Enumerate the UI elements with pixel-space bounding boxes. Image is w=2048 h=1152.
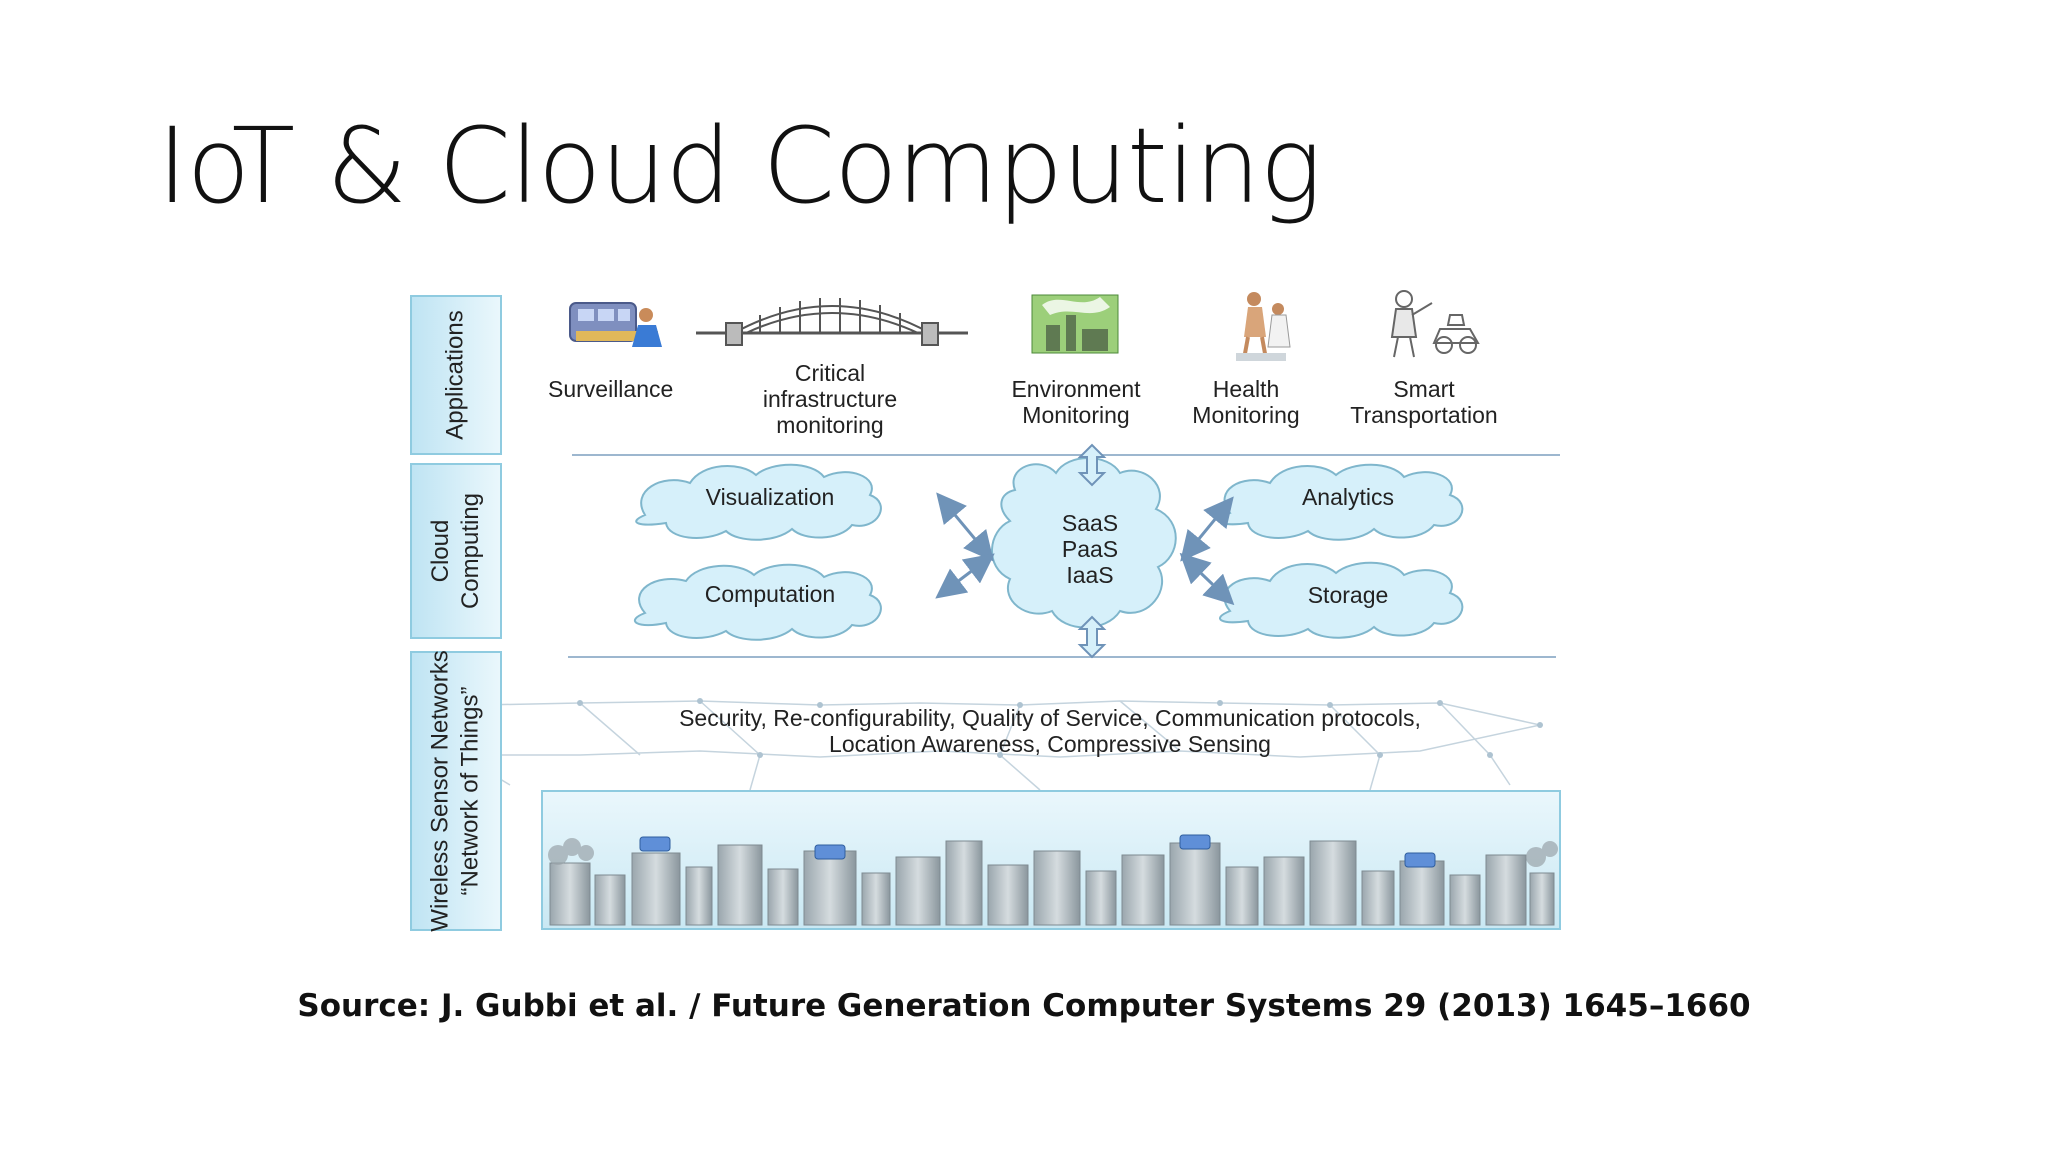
cloud-label-visualization: Visualization <box>705 484 835 510</box>
arrow-up-applications <box>1077 443 1107 487</box>
city-sensor-icons <box>639 834 1436 868</box>
cloud-storage <box>1219 561 1464 639</box>
layer-tab-applications: Applications <box>410 295 502 455</box>
health-icon <box>1236 292 1291 361</box>
cloud-label-storage: Storage <box>1307 582 1389 608</box>
city-smoke <box>548 838 1558 867</box>
slide-title: IoT & Cloud Computing <box>157 105 1322 227</box>
arrow-analytics <box>1180 496 1234 562</box>
layer-label-wsn-line2: “Network of Things” <box>457 686 484 896</box>
cloud-label-computation: Computation <box>704 581 836 607</box>
layer-label-cloud-computing: Cloud Computing <box>426 493 486 609</box>
diagram-graphics <box>414 290 1561 930</box>
bridge-icon <box>696 298 968 346</box>
layer-label-cloud-line2: Computing <box>457 492 484 610</box>
layer-label-cloud-line1: Cloud <box>427 519 454 583</box>
layer-label-wsn-line1: Wireless Sensor Networks <box>427 650 454 932</box>
layer-label-applications: Applications <box>442 310 470 440</box>
layer-tab-wsn: Wireless Sensor Networks “Network of Thi… <box>410 650 502 932</box>
arrow-computation <box>935 553 995 599</box>
app-label-critical-infrastructure: Critical infrastructure monitoring <box>762 360 898 438</box>
transportation-icon <box>1390 290 1480 358</box>
cloud-label-analytics: Analytics <box>1301 484 1395 510</box>
app-label-health: Health Monitoring <box>1192 376 1300 428</box>
arrow-down-wsn <box>1077 615 1107 659</box>
layer-tab-cloud-computing: Cloud Computing <box>410 463 502 639</box>
factory-icon <box>1031 294 1119 354</box>
arrow-storage <box>1179 552 1235 606</box>
source-citation: Source: J. Gubbi et al. / Future Generat… <box>297 988 1751 1024</box>
surveillance-icon <box>569 302 662 347</box>
cloud-computation <box>633 563 882 641</box>
wsn-features-text: Security, Re-configurability, Quality of… <box>679 705 1421 757</box>
iot-architecture-diagram: Applications Cloud Computing Wireless Se… <box>400 285 1580 945</box>
app-label-environment: Environment Monitoring <box>1011 376 1141 428</box>
cloud-analytics <box>1219 463 1464 541</box>
app-label-surveillance: Surveillance <box>548 376 674 402</box>
cloud-visualization <box>635 463 882 541</box>
city-skyline <box>549 840 1555 926</box>
layer-label-wsn: Wireless Sensor Networks “Network of Thi… <box>426 650 486 931</box>
app-label-transportation: Smart Transportation <box>1350 376 1498 428</box>
cloud-label-services: SaaS PaaS IaaS <box>1061 510 1119 588</box>
arrow-visualization <box>936 492 994 562</box>
